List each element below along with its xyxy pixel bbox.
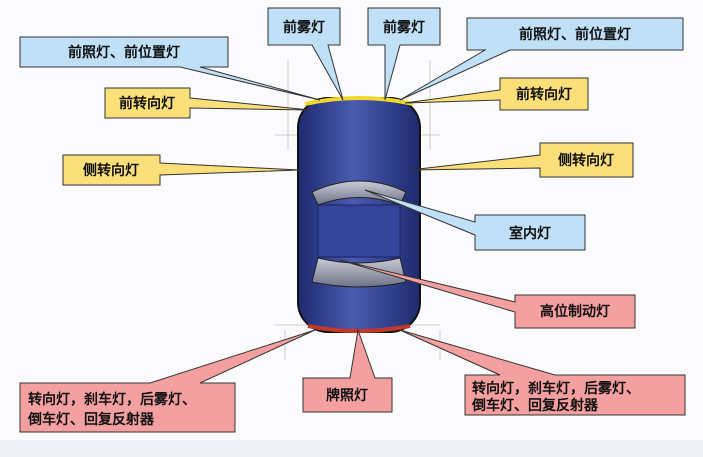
label-fog-left: 前雾灯: [283, 19, 325, 36]
label-front-turn-right: 前转向灯: [516, 86, 572, 103]
label-high-brake: 高位制动灯: [540, 303, 610, 320]
label-rear-right-line1: 转向灯，刹车灯，后雾灯、: [472, 380, 640, 397]
callout-license: 牌照灯: [302, 328, 393, 413]
callout-rear-left: 转向灯，刹车灯，后雾灯、 倒车灯、回复反射器: [19, 329, 316, 433]
callout-headlight-right: 前照灯、前位置灯: [399, 17, 684, 101]
label-rear-right-line2: 倒车灯、回复反射器: [471, 397, 599, 414]
callout-side-turn-left: 侧转向灯: [62, 154, 301, 186]
label-side-turn-right: 侧转向灯: [558, 152, 614, 169]
callout-rear-right: 转向灯，刹车灯，后雾灯、 倒车灯、回复反射器: [399, 329, 686, 416]
callout-fog-right: 前雾灯: [367, 7, 441, 101]
label-fog-right: 前雾灯: [383, 19, 425, 36]
label-rear-left-line1: 转向灯，刹车灯，后雾灯、: [28, 391, 196, 408]
label-side-turn-left: 侧转向灯: [83, 162, 139, 179]
label-front-turn-left: 前转向灯: [119, 95, 175, 112]
callout-front-turn-right: 前转向灯: [404, 77, 589, 111]
car-top-view: [297, 96, 421, 333]
label-headlight-left: 前照灯、前位置灯: [68, 44, 180, 61]
label-rear-left-line2: 倒车灯、回复反射器: [27, 411, 155, 428]
label-headlight-right: 前照灯、前位置灯: [519, 26, 631, 43]
label-license: 牌照灯: [326, 387, 368, 404]
callout-high-brake: 高位制动灯: [339, 259, 636, 329]
callout-interior: 室内灯: [364, 189, 586, 251]
callout-front-turn-left: 前转向灯: [104, 87, 311, 119]
bottom-band: [0, 440, 703, 457]
callout-side-turn-right: 侧转向灯: [409, 142, 634, 178]
callout-headlight-left: 前照灯、前位置灯: [19, 36, 321, 101]
label-interior: 室内灯: [509, 225, 551, 242]
callout-fog-left: 前雾灯: [267, 7, 344, 101]
